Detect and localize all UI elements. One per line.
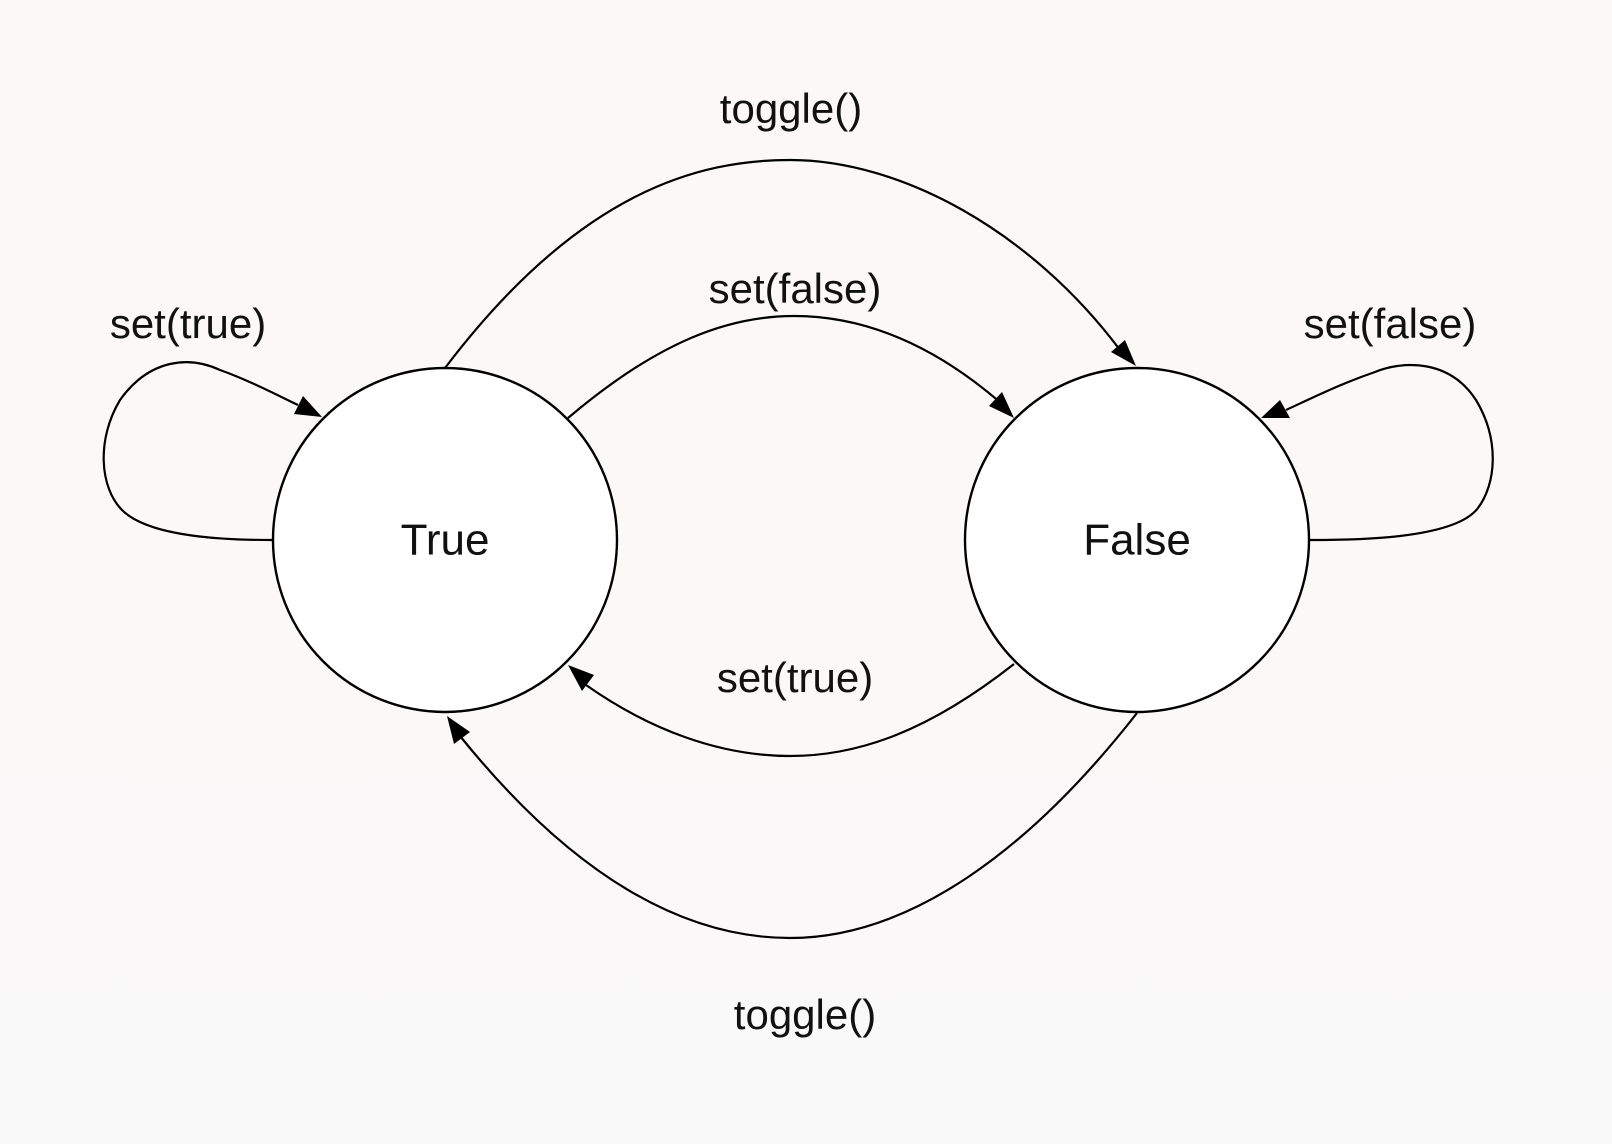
arrowhead-self-false <box>1261 400 1290 418</box>
state-false-circle <box>963 366 1311 714</box>
state-true-circle <box>271 366 619 714</box>
arrowhead-self-true <box>294 396 322 417</box>
edge-label-self-true: set(true) <box>110 300 266 347</box>
edge-self-false <box>1285 363 1494 542</box>
arrowhead-mid-set-true <box>568 665 594 691</box>
edge-label-self-false: set(false) <box>1304 300 1477 347</box>
edge-label-mid-set-true: set(true) <box>717 654 873 701</box>
state-true: True <box>271 366 619 714</box>
state-true-label: True <box>401 516 490 565</box>
arrowhead-top-toggle <box>1111 340 1136 366</box>
edge-label-mid-set-false: set(false) <box>709 265 882 312</box>
edge-mid-set-false <box>567 314 1003 419</box>
arrowhead-bottom-toggle <box>447 716 470 744</box>
edge-label-top-toggle: toggle() <box>720 85 862 132</box>
state-false: False <box>963 366 1311 714</box>
edge-self-true <box>102 361 299 542</box>
edge-mid-set-true <box>585 663 1015 758</box>
arrowhead-mid-set-false <box>989 392 1014 418</box>
edge-label-bottom-toggle: toggle() <box>734 991 876 1038</box>
edge-bottom-toggle <box>459 712 1138 940</box>
edge-top-toggle <box>444 158 1121 369</box>
state-false-label: False <box>1083 516 1191 565</box>
